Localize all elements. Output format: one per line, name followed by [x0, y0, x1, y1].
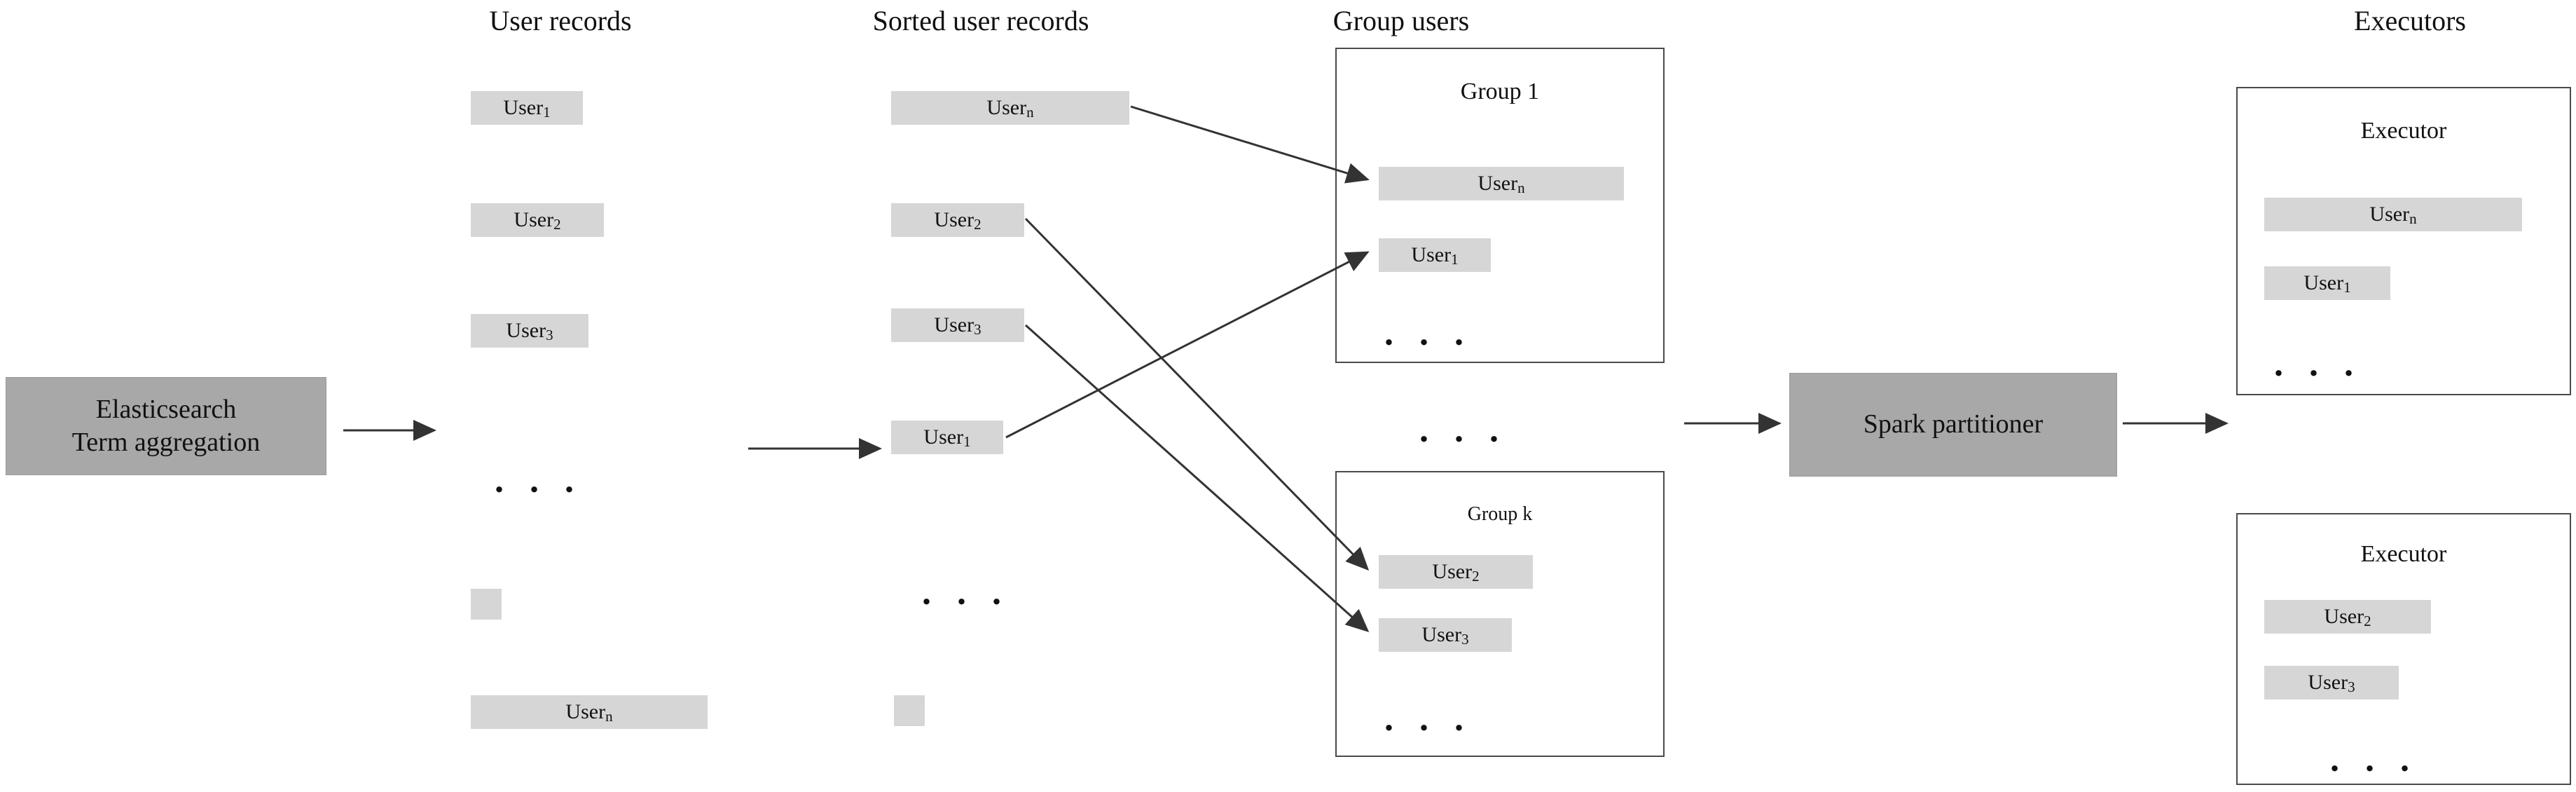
chip-subscript: 1 [2343, 278, 2351, 296]
chip-label: User [986, 96, 1027, 119]
chip-subscript: 2 [974, 215, 982, 233]
chip-subscript: n [2409, 210, 2417, 227]
executor-2-ellipsis: . . . [2330, 739, 2418, 779]
chip-label: User [934, 208, 974, 231]
chip-label: User [565, 700, 606, 723]
chip-subscript: 3 [546, 326, 553, 343]
executor-2-title: Executor [2360, 541, 2447, 567]
sorted-user-record-chip-blank [894, 695, 925, 726]
arrow-sorted-2-to-groupk [1024, 217, 1370, 571]
chip-label: User [2308, 671, 2348, 694]
chip-label: User [934, 313, 974, 336]
elasticsearch-node-line1: Elasticsearch [95, 394, 237, 424]
user-record-chip-blank [471, 589, 502, 620]
executor-1-ellipsis: . . . [2274, 344, 2362, 384]
chip-label: User [2303, 271, 2344, 294]
executor-1-title: Executor [2360, 118, 2447, 144]
arrow-sorted-n-to-group1 [1130, 105, 1370, 184]
column-title-executors: Executors [2354, 5, 2466, 36]
chip-subscript: 2 [2364, 612, 2371, 629]
chip-label: User [1432, 560, 1473, 583]
arrow-sorted-3-to-groupk [1025, 324, 1370, 632]
chip-subscript: 3 [2348, 678, 2355, 695]
chip-subscript: 2 [553, 215, 561, 233]
chip-label: User [514, 208, 554, 231]
column-title-sorted-user-records: Sorted user records [872, 5, 1089, 36]
elasticsearch-node-line2: Term aggregation [71, 428, 261, 457]
group-1-title: Group 1 [1460, 78, 1540, 104]
chip-subscript: n [605, 707, 613, 725]
chip-label: User [1478, 172, 1518, 195]
chip-label: User [2324, 605, 2364, 628]
chip-label: User [1421, 623, 1462, 646]
chip-subscript: 1 [963, 432, 971, 450]
spark-partitioner-label: Spark partitioner [1863, 409, 2044, 439]
groups-ellipsis: . . . [1419, 410, 1507, 450]
chip-label: User [2369, 203, 2410, 226]
column-title-user-records: User records [489, 5, 632, 36]
sorted-user-records-ellipsis: . . . [922, 573, 1010, 613]
group-1-ellipsis: . . . [1384, 313, 1472, 353]
chip-subscript: n [1026, 103, 1034, 121]
group-box-1[interactable] [1335, 48, 1665, 363]
chip-label: User [503, 96, 544, 119]
arrow-sorted-1-to-group1 [1005, 251, 1370, 439]
group-box-k[interactable] [1335, 471, 1665, 757]
chip-label: User [506, 319, 546, 342]
spark-partitioner-node[interactable]: Spark partitioner [1789, 373, 2117, 477]
chip-label: User [923, 425, 964, 449]
group-k-ellipsis: . . . [1384, 699, 1472, 739]
user-records-ellipsis: . . . [495, 460, 582, 500]
chip-subscript: 3 [1461, 630, 1469, 648]
elasticsearch-node[interactable]: Elasticsearch Term aggregation [6, 377, 326, 475]
chip-subscript: 3 [974, 320, 982, 338]
chip-label: User [1411, 243, 1452, 266]
executor-box-1[interactable] [2236, 87, 2571, 395]
chip-subscript: 2 [1472, 567, 1480, 585]
column-title-group-users: Group users [1332, 5, 1470, 36]
chip-subscript: n [1517, 179, 1525, 196]
chip-subscript: 1 [1451, 250, 1459, 268]
executor-box-2[interactable] [2236, 513, 2571, 785]
chip-subscript: 1 [543, 103, 551, 121]
group-k-title: Group k [1467, 503, 1533, 525]
